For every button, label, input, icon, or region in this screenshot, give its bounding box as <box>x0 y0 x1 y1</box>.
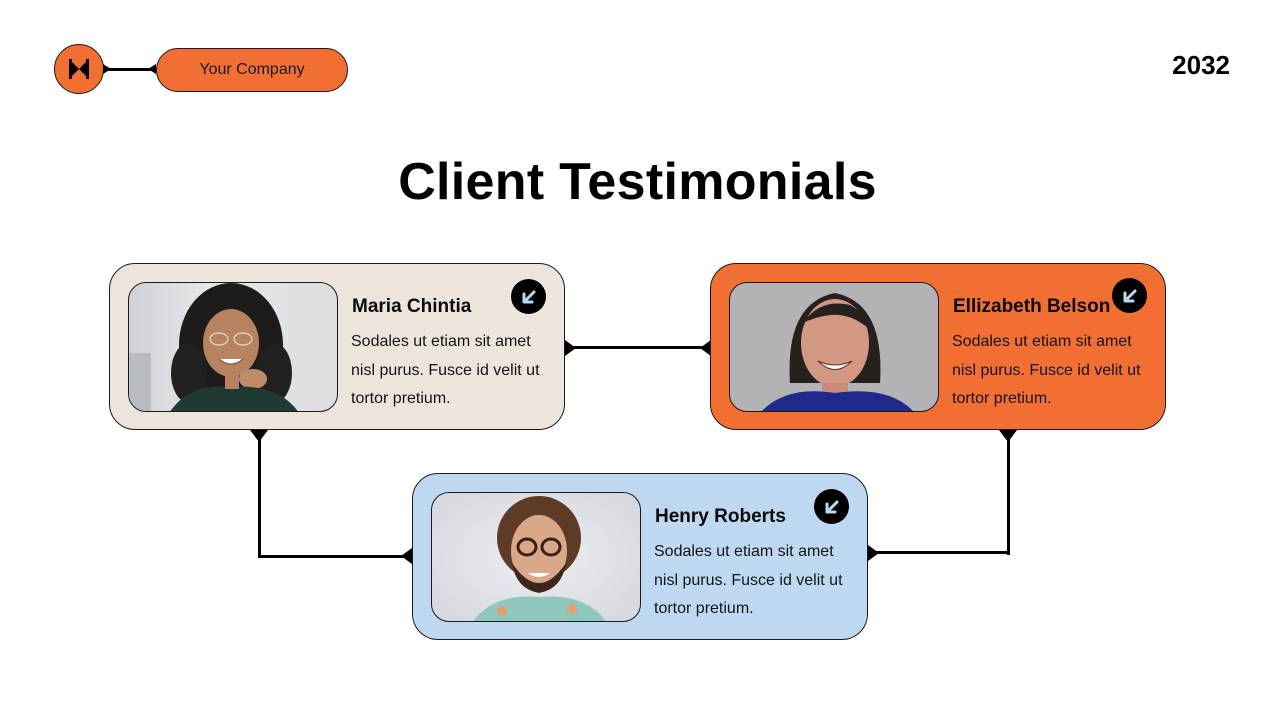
connector-arrow <box>565 340 576 356</box>
testimonial-card-maria: Maria Chintia Sodales ut etiam sit amet … <box>109 263 565 430</box>
arrow-down-left-icon[interactable] <box>814 489 849 524</box>
avatar <box>128 282 338 412</box>
connector-line <box>565 346 711 349</box>
testimonial-quote: Sodales ut etiam sit amet nisl purus. Fu… <box>654 543 843 617</box>
logo-connector <box>104 68 158 71</box>
company-name: Your Company <box>199 61 305 78</box>
connector-line <box>1007 432 1010 555</box>
arrow-down-left-icon[interactable] <box>1112 278 1147 313</box>
connector-arrow <box>250 430 268 442</box>
testimonial-name: Henry Roberts <box>655 506 786 527</box>
avatar <box>729 282 939 412</box>
testimonial-quote: Sodales ut etiam sit amet nisl purus. Fu… <box>351 333 540 407</box>
bowtie-icon <box>69 59 89 79</box>
connector-line <box>258 555 413 558</box>
avatar <box>431 492 641 622</box>
connector-arrow <box>868 545 879 561</box>
portrait-image <box>129 283 298 411</box>
connector-line <box>868 551 1010 554</box>
testimonial-name: Ellizabeth Belson <box>953 296 1111 317</box>
testimonial-quote: Sodales ut etiam sit amet nisl purus. Fu… <box>952 333 1141 407</box>
connector-arrow <box>999 430 1017 442</box>
connector-line <box>258 432 261 558</box>
connector-arrow <box>401 548 412 564</box>
testimonial-name: Maria Chintia <box>352 296 472 317</box>
testimonial-card-henry: Henry Roberts Sodales ut etiam sit amet … <box>412 473 868 640</box>
page-title: Client Testimonials <box>398 153 877 211</box>
connector-arrow <box>700 340 711 356</box>
portrait-image <box>762 293 913 411</box>
year-label: 2032 <box>1172 50 1230 80</box>
testimonial-card-ellizabeth: Ellizabeth Belson Sodales ut etiam sit a… <box>710 263 1166 430</box>
logo <box>54 44 104 94</box>
company-name-pill: Your Company <box>156 48 348 92</box>
connector-arrow <box>148 64 156 74</box>
connector-arrow <box>103 64 111 74</box>
portrait-image <box>473 496 606 621</box>
arrow-down-left-icon[interactable] <box>511 279 546 314</box>
